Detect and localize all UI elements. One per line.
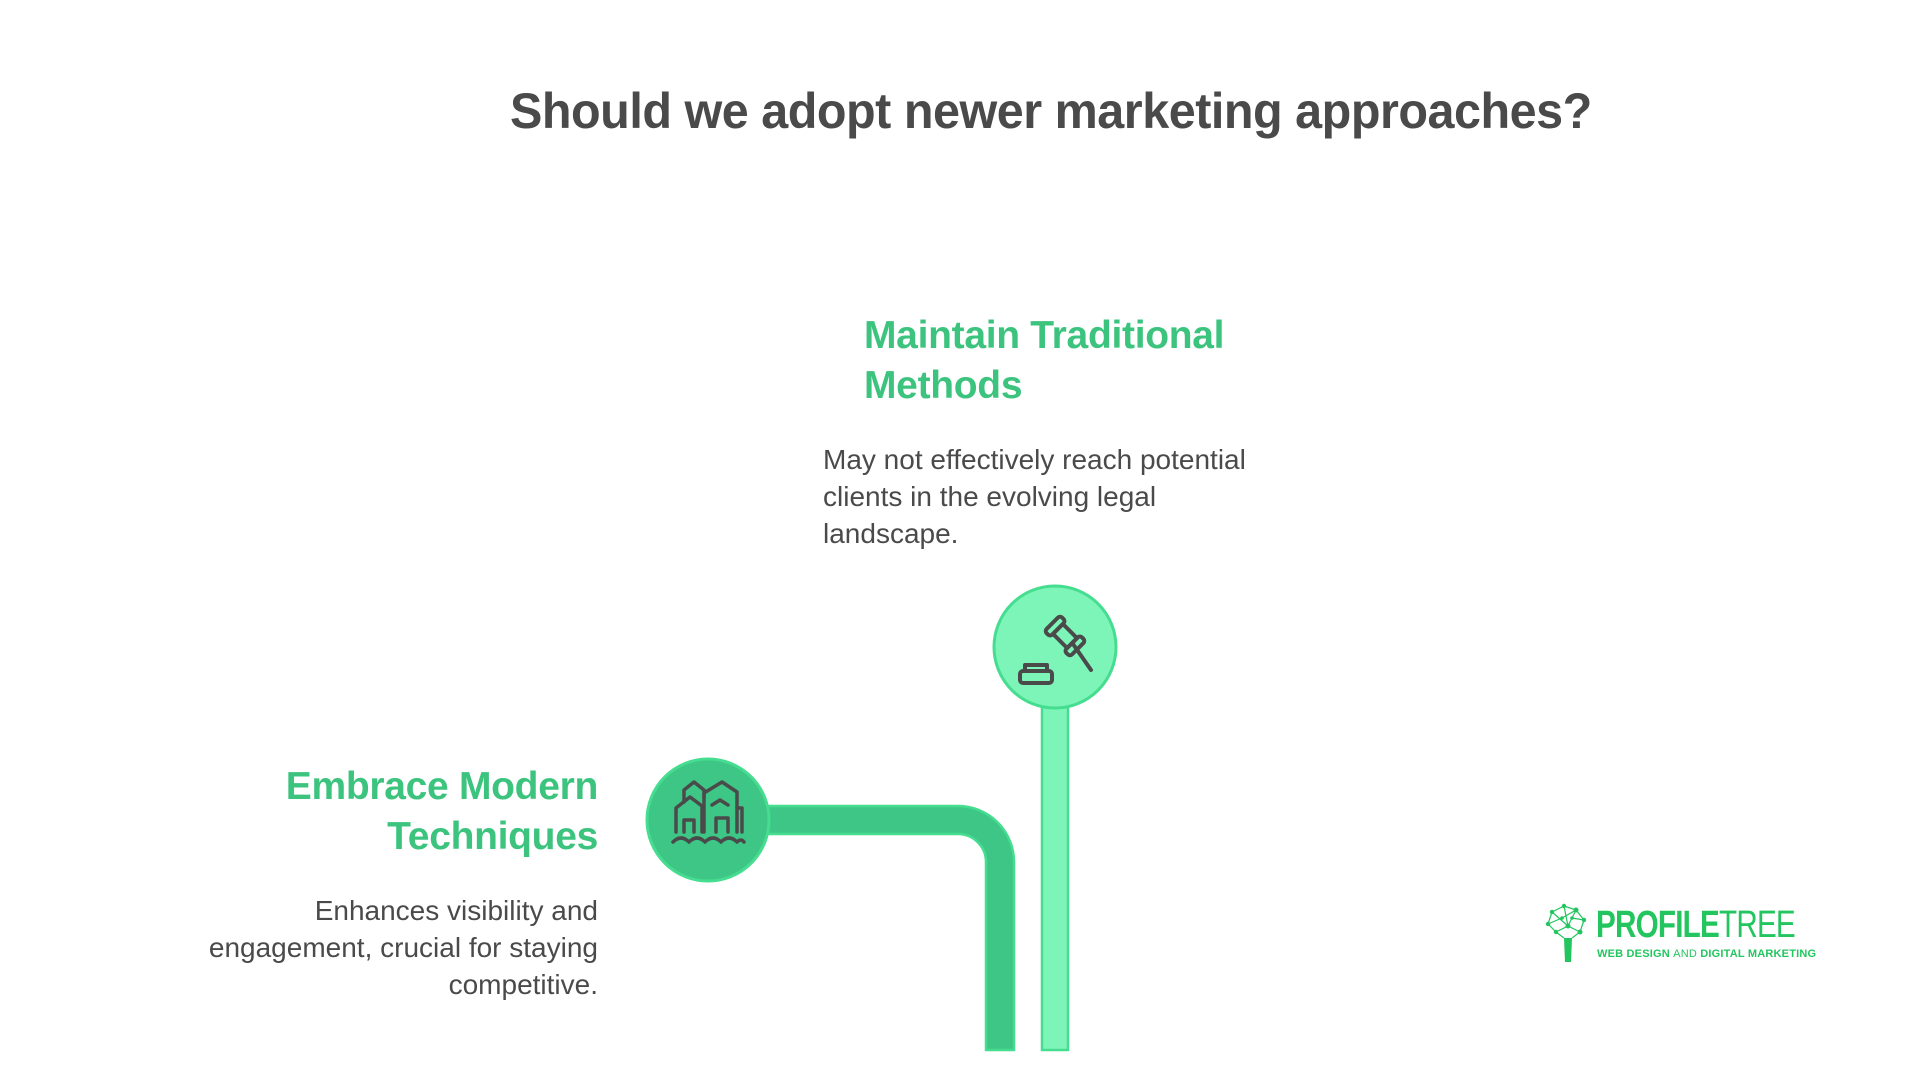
traditional-node[interactable] <box>992 584 1118 710</box>
traditional-path <box>1040 688 1070 1052</box>
page-title: Should we adopt newer marketing approach… <box>510 83 1592 139</box>
logo-wordmark: PROFILETREE <box>1596 904 1796 946</box>
logo-word-profile: PROFILE <box>1596 904 1720 946</box>
traditional-description-line1: May not effectively reach potential <box>823 444 1246 475</box>
traditional-description-line2: clients in the evolving legal <box>823 481 1157 512</box>
logo-tagline-part2: AND <box>1673 948 1697 960</box>
modern-description-line3: competitive. <box>448 969 598 1000</box>
modern-description-line2: engagement, crucial for staying <box>208 932 598 963</box>
traditional-heading: Maintain Traditional Methods <box>864 311 1284 411</box>
modern-heading-line1: Embrace Modern <box>285 765 599 808</box>
logo-tagline-part3: DIGITAL MARKETING <box>1696 948 1817 960</box>
traditional-description: May not effectively reach potential clie… <box>823 441 1303 552</box>
modern-heading-line2: Techniques <box>387 815 598 858</box>
logo-tagline-part1: WEB DESIGN <box>1597 948 1674 960</box>
logo-tagline: WEB DESIGN AND DIGITAL MARKETING <box>1597 948 1816 960</box>
traditional-description-line3: landscape. <box>823 518 959 549</box>
profiletree-logo: PROFILETREE WEB DESIGN AND DIGITAL MARKE… <box>1544 902 1824 966</box>
modern-description-line1: Enhances visibility and <box>314 895 598 926</box>
tree-network-icon <box>1545 903 1587 962</box>
modern-heading: Embrace Modern Techniques <box>200 762 599 862</box>
traditional-heading-line2: Methods <box>864 364 1023 407</box>
gavel-icon <box>1018 614 1093 685</box>
modern-node[interactable] <box>645 757 771 883</box>
logo-word-tree: TREE <box>1718 904 1796 946</box>
traditional-heading-line1: Maintain Traditional <box>864 314 1225 357</box>
flooded-houses-icon <box>671 780 746 844</box>
modern-description: Enhances visibility and engagement, cruc… <box>150 892 598 1003</box>
